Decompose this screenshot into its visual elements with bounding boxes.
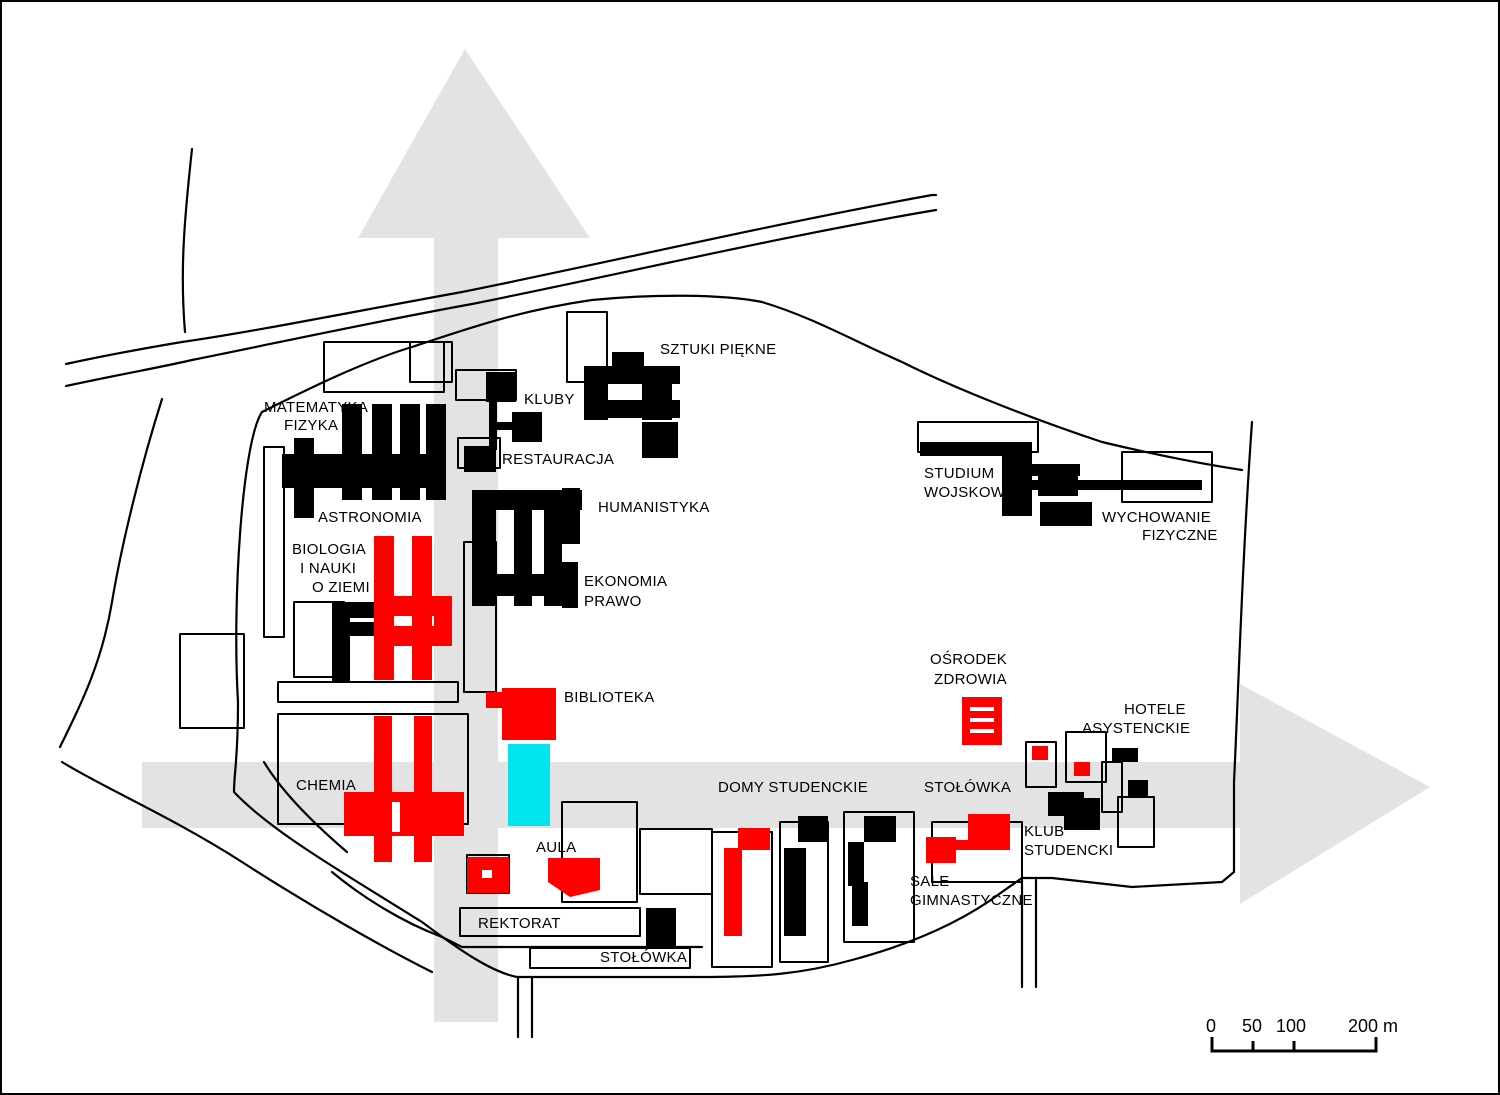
label-fizyczne: FIZYCZNE bbox=[1142, 527, 1218, 544]
north-road-inner bbox=[64, 208, 938, 388]
building-humanistyka-ekonomia bbox=[472, 488, 582, 608]
ring-road-north bbox=[260, 294, 1244, 472]
label-humanistyka: HUMANISTYKA bbox=[598, 499, 710, 516]
building-matematyka-fizyka bbox=[282, 404, 446, 518]
building-biblioteka bbox=[486, 688, 556, 740]
building-hotele-asystenckie bbox=[1112, 748, 1148, 796]
label-chemia: CHEMIA bbox=[296, 777, 356, 794]
building-domy-studenckie-black bbox=[784, 816, 896, 936]
scale-tick-200: 200 m bbox=[1348, 1016, 1398, 1036]
label-zdrowia: ZDROWIA bbox=[934, 671, 1007, 688]
label-biblioteka: BIBLIOTEKA bbox=[564, 689, 655, 706]
label-sztuki-piekne: SZTUKI PIĘKNE bbox=[660, 341, 776, 358]
label-restauracja: RESTAURACJA bbox=[502, 451, 614, 468]
nw-road-c bbox=[60, 760, 434, 974]
building-kluby-restauracja bbox=[464, 372, 542, 472]
building-biologia-black bbox=[332, 602, 382, 682]
label-studium: STUDIUM bbox=[924, 465, 994, 482]
label-fizyka: FIZYKA bbox=[284, 417, 338, 434]
inner-road-2 bbox=[262, 760, 349, 854]
label-studencki: STUDENCKI bbox=[1024, 842, 1113, 859]
road-network bbox=[58, 147, 1254, 1039]
building-rektorat-red bbox=[467, 857, 509, 893]
building-klub-studencki bbox=[1048, 792, 1100, 830]
map-labels: SZTUKI PIĘKNE KLUBY RESTAURACJA MATEMATY… bbox=[264, 341, 1218, 966]
label-biologia: BIOLOGIA bbox=[292, 541, 366, 558]
nw-road-a bbox=[181, 147, 194, 334]
label-asystenckie: ASYSTENCKIE bbox=[1082, 720, 1190, 737]
label-kluby: KLUBY bbox=[524, 391, 575, 408]
label-osrodek: OŚRODEK bbox=[930, 650, 1007, 668]
building-domy-studenckie-red bbox=[724, 828, 770, 936]
label-stolowka-mid: STOŁÓWKA bbox=[924, 779, 1011, 796]
label-aula: AULA bbox=[536, 839, 576, 856]
building-chemia bbox=[344, 716, 464, 862]
label-astronomia: ASTRONOMIA bbox=[318, 509, 422, 526]
scale-bar-line bbox=[1210, 1037, 1378, 1053]
building-biologia-red bbox=[374, 536, 452, 680]
label-wychowanie: WYCHOWANIE bbox=[1102, 509, 1211, 526]
label-klub: KLUB bbox=[1024, 823, 1064, 840]
pool bbox=[508, 744, 550, 826]
north-road-outer bbox=[64, 193, 938, 366]
building-sztuki-piekne bbox=[584, 352, 680, 458]
scale-bar: 0 50 100 200 m bbox=[1206, 1016, 1398, 1053]
scale-tick-100: 100 bbox=[1276, 1016, 1306, 1036]
label-domy-studenckie: DOMY STUDENCKIE bbox=[718, 779, 868, 796]
label-prawo: PRAWO bbox=[584, 593, 642, 610]
ring-road-outer bbox=[232, 410, 1254, 979]
building-aula bbox=[548, 858, 600, 897]
black-buildings bbox=[282, 352, 1202, 946]
label-ekonomia: EKONOMIA bbox=[584, 573, 667, 590]
label-sale: SALE bbox=[910, 873, 950, 890]
building-stolowka-south bbox=[646, 908, 676, 946]
label-o-ziemi: O ZIEMI bbox=[312, 579, 370, 596]
east-arrow bbox=[142, 684, 1430, 904]
label-matematyka: MATEMATYKA bbox=[264, 399, 368, 416]
scale-tick-0: 0 bbox=[1206, 1016, 1216, 1036]
label-rektorat: REKTORAT bbox=[478, 915, 561, 932]
building-hotele-red bbox=[1032, 746, 1090, 776]
scale-tick-50: 50 bbox=[1242, 1016, 1262, 1036]
building-studium-wojskowe bbox=[920, 442, 1202, 526]
red-buildings bbox=[344, 536, 1090, 936]
nw-road-b bbox=[58, 397, 164, 749]
label-i-nauki: I NAUKI bbox=[300, 560, 356, 577]
label-stolowka-south: STOŁÓWKA bbox=[600, 949, 687, 966]
label-gimnastyczne: GIMNASTYCZNE bbox=[910, 892, 1033, 909]
building-osrodek-zdrowia bbox=[962, 697, 1002, 745]
label-wojskowe: WOJSKOWE bbox=[924, 484, 1016, 501]
inner-road-1 bbox=[330, 870, 704, 949]
building-sale-gimnastyczne bbox=[926, 814, 1010, 863]
label-hotele: HOTELE bbox=[1124, 701, 1186, 718]
